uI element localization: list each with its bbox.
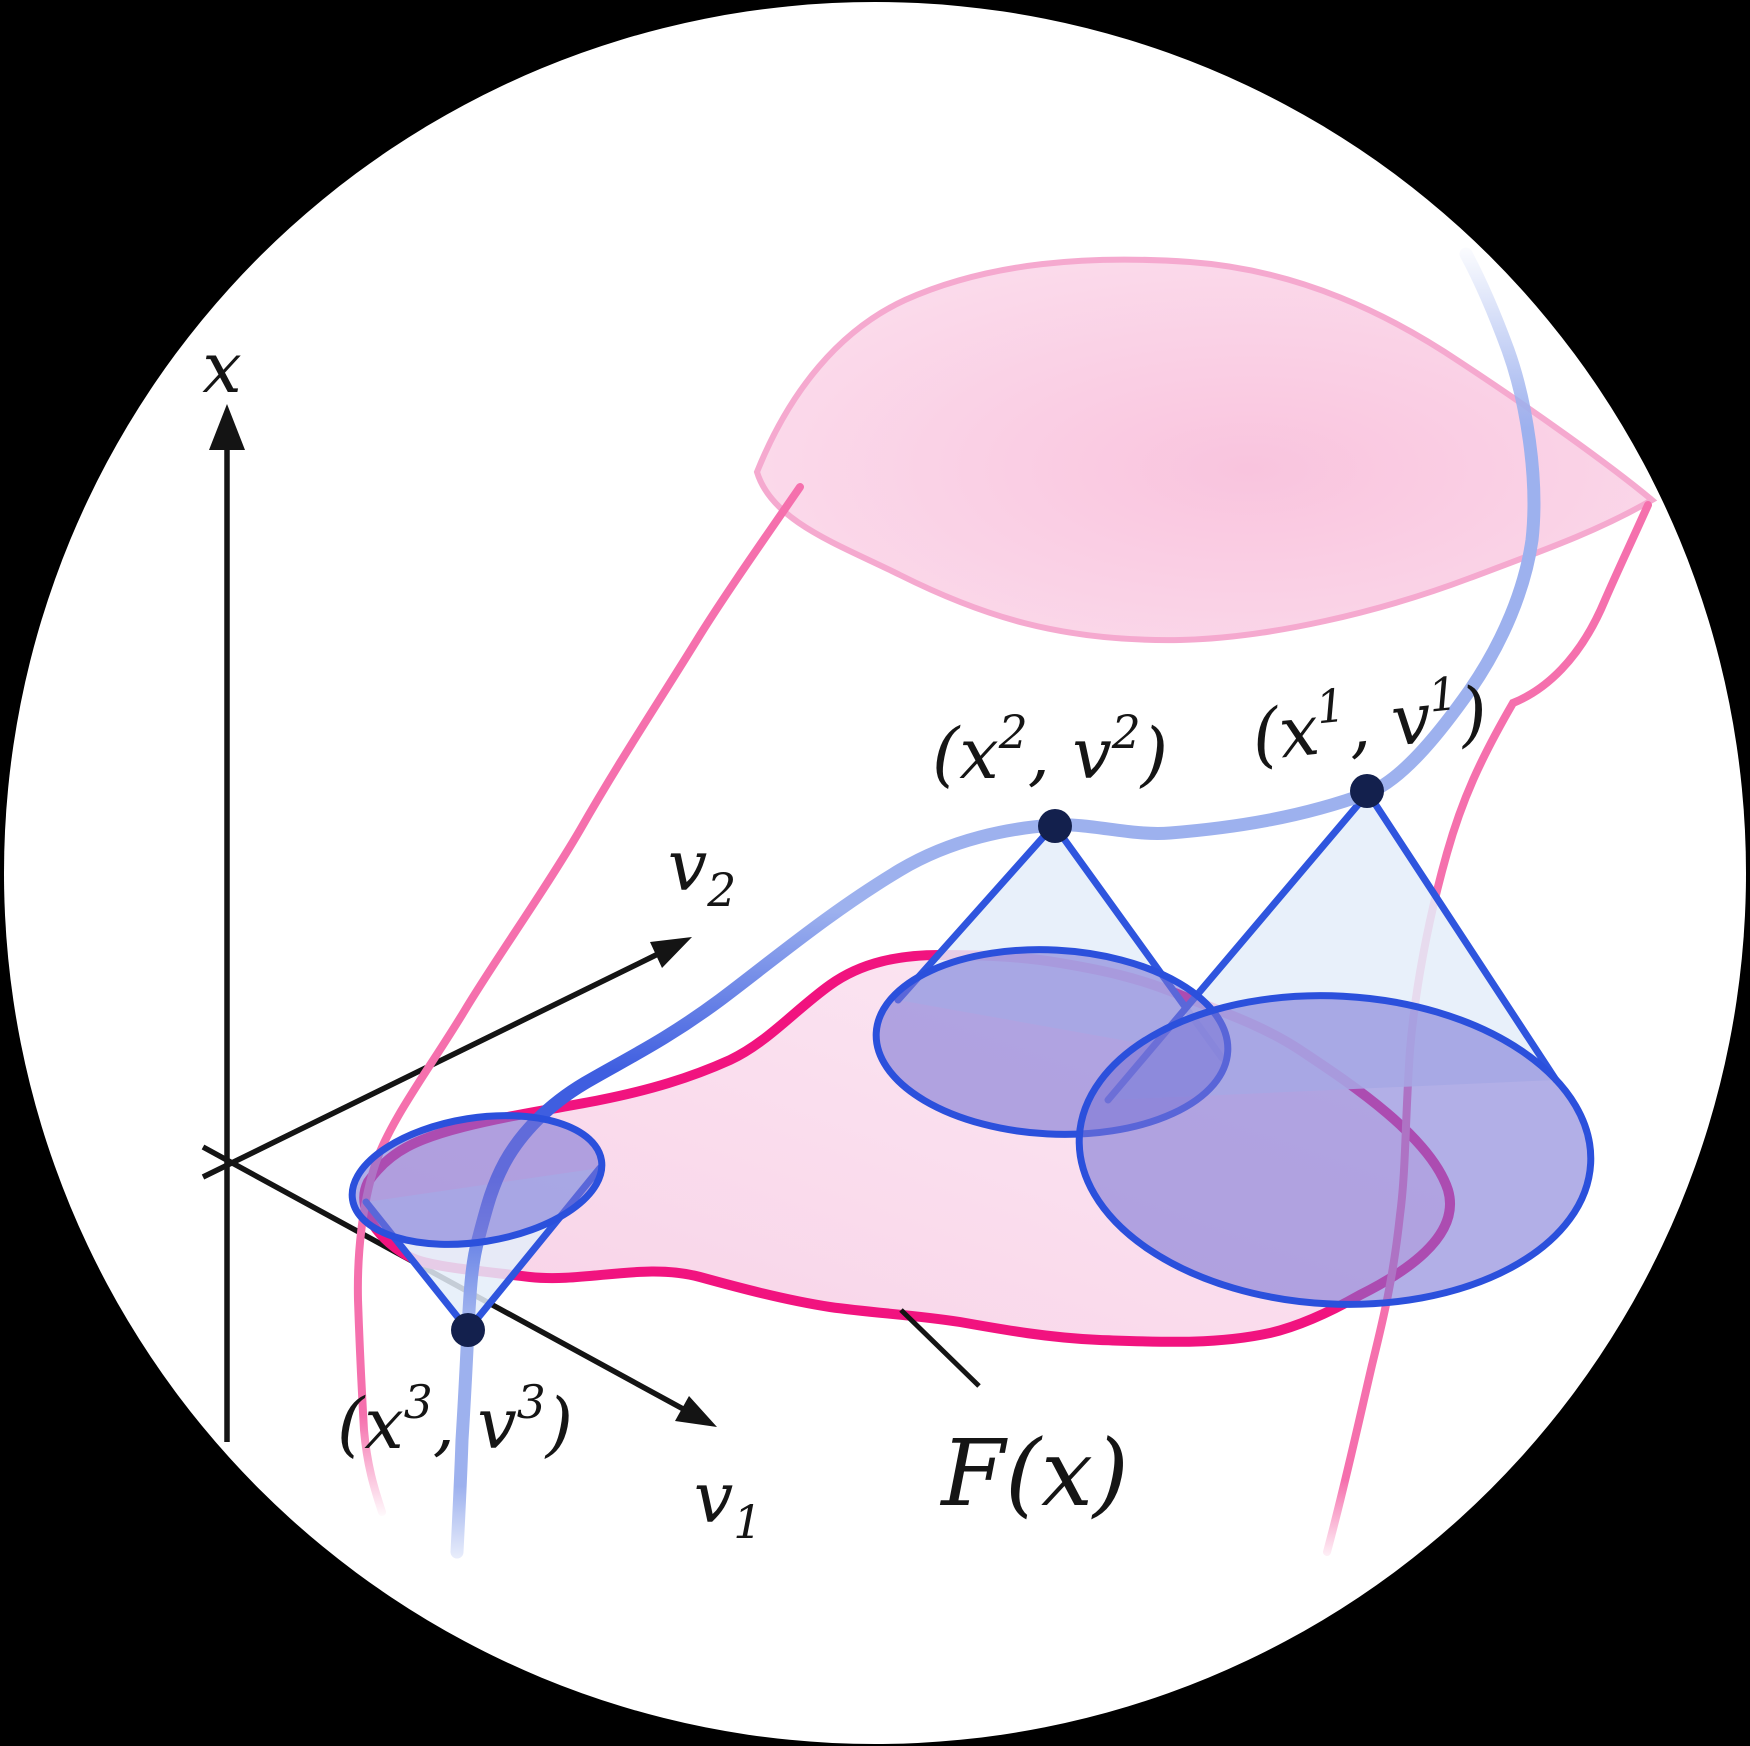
v2-axis-label: v2 xyxy=(668,825,737,917)
v1-axis-label: v1 xyxy=(694,1457,763,1549)
set-Fx-label: F(x) xyxy=(939,1420,1129,1527)
point-1-label: (x1, v1) xyxy=(1247,664,1491,777)
point-3-label: (x3, v3) xyxy=(337,1376,573,1465)
trajectory-curve xyxy=(450,247,1541,1559)
coordinate-axes xyxy=(201,404,717,1442)
v2-axis-arrowhead xyxy=(650,937,692,968)
cone-base-ellipse-1 xyxy=(1075,992,1595,1308)
point-marker-3 xyxy=(451,1313,485,1347)
cone-base-ellipse-3 xyxy=(348,1112,606,1248)
background-disc xyxy=(4,2,1746,1744)
tube-boundary-left xyxy=(353,483,804,1516)
upper-set-blob xyxy=(753,256,1658,644)
fx-pointer-line xyxy=(899,1308,981,1388)
x-axis-label: x xyxy=(202,327,241,409)
diagram-content: x v2 v1 F(x) (x1, v1) (x2, v2) (x3, v3) xyxy=(201,247,1658,1559)
point-2-label: (x2, v2) xyxy=(932,706,1168,795)
point-marker-1 xyxy=(1350,774,1384,808)
v1-axis-arrowhead xyxy=(675,1396,717,1427)
point-marker-2 xyxy=(1038,809,1072,843)
x-axis-arrowhead xyxy=(209,404,245,450)
